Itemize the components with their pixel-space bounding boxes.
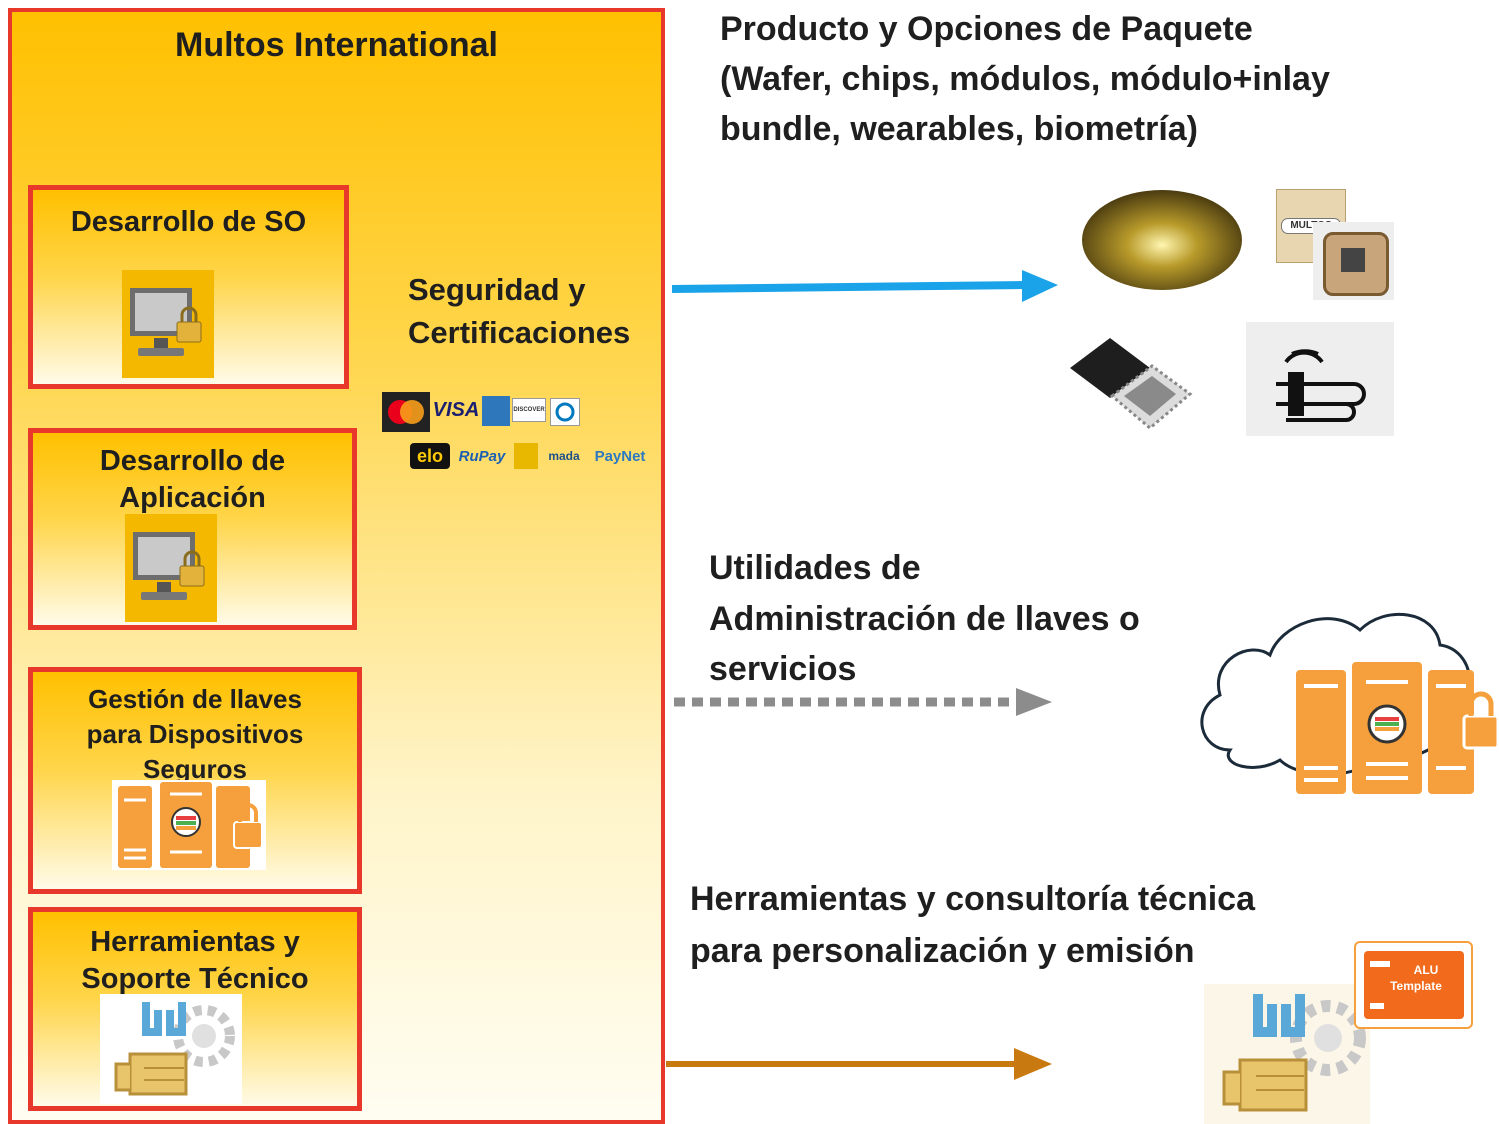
hand-wrench-gear-icon bbox=[1204, 984, 1370, 1124]
product-title-line1: Producto y Opciones de Paquete bbox=[720, 10, 1253, 48]
box-title-line2: para Dispositivos bbox=[86, 719, 304, 749]
utilities-title-line3: servicios bbox=[709, 650, 857, 688]
product-title-line3: bundle, wearables, biometría) bbox=[720, 110, 1199, 148]
elo-logo-icon: elo bbox=[410, 443, 450, 469]
amex-logo-icon bbox=[482, 396, 510, 426]
tools-title-line1: Herramientas y consultoría técnica bbox=[690, 880, 1256, 918]
box-title: Desarrollo de SO bbox=[70, 206, 307, 238]
alu-template-card: ALU Template bbox=[1354, 941, 1473, 1029]
chip-inlay-icon bbox=[1313, 222, 1394, 300]
box-title-line2: Soporte Técnico bbox=[81, 963, 309, 995]
arrow-right-dotted-gray-icon bbox=[674, 688, 1052, 716]
alu-label: ALU bbox=[1413, 963, 1439, 977]
server-lock-icon bbox=[112, 780, 266, 870]
template-label: Template bbox=[1390, 979, 1442, 993]
product-title-line2: (Wafer, chips, módulos, módulo+inlay bbox=[720, 60, 1330, 98]
rupay-logo: RuPay bbox=[458, 447, 506, 465]
arrow-right-brown-icon bbox=[666, 1048, 1052, 1080]
wearable-biometric-icon bbox=[1246, 322, 1394, 436]
utilities-title-line2: Administración de llaves o bbox=[709, 600, 1140, 638]
box-title-line2: Aplicación bbox=[119, 482, 266, 514]
paynet-logo: PayNet bbox=[594, 447, 646, 465]
box-title-line1: Herramientas y bbox=[90, 926, 300, 958]
hand-wrench-gear-icon bbox=[100, 994, 242, 1104]
discover-logo: DISCOVER bbox=[512, 398, 546, 422]
monitor-lock-icon bbox=[122, 270, 214, 378]
mada-logo: mada bbox=[548, 449, 580, 463]
box-app-development: Desarrollo de Aplicación bbox=[28, 428, 357, 630]
security-label-line1: Seguridad y bbox=[408, 272, 586, 307]
panel-title: Multos International bbox=[175, 26, 498, 64]
wafer-icon bbox=[1082, 190, 1242, 290]
utilities-title-line1: Utilidades de bbox=[709, 549, 921, 587]
tools-title-line2: para personalización y emisión bbox=[690, 932, 1195, 970]
interac-logo-icon bbox=[514, 443, 538, 469]
mastercard-logo-icon bbox=[382, 392, 430, 432]
box-title-line1: Gestión de llaves bbox=[88, 684, 302, 714]
box-title-line1: Desarrollo de bbox=[99, 445, 286, 477]
arrow-right-blue-icon bbox=[672, 270, 1058, 302]
diners-club-logo-icon bbox=[550, 398, 580, 426]
cloud-server-icon bbox=[1200, 613, 1499, 794]
security-label-line2: Certificaciones bbox=[408, 315, 631, 350]
ic-chips-icon bbox=[1070, 338, 1193, 430]
monitor-lock-icon bbox=[125, 514, 217, 622]
box-title-line3: Seguros bbox=[142, 754, 248, 784]
visa-logo: VISA bbox=[432, 398, 480, 421]
